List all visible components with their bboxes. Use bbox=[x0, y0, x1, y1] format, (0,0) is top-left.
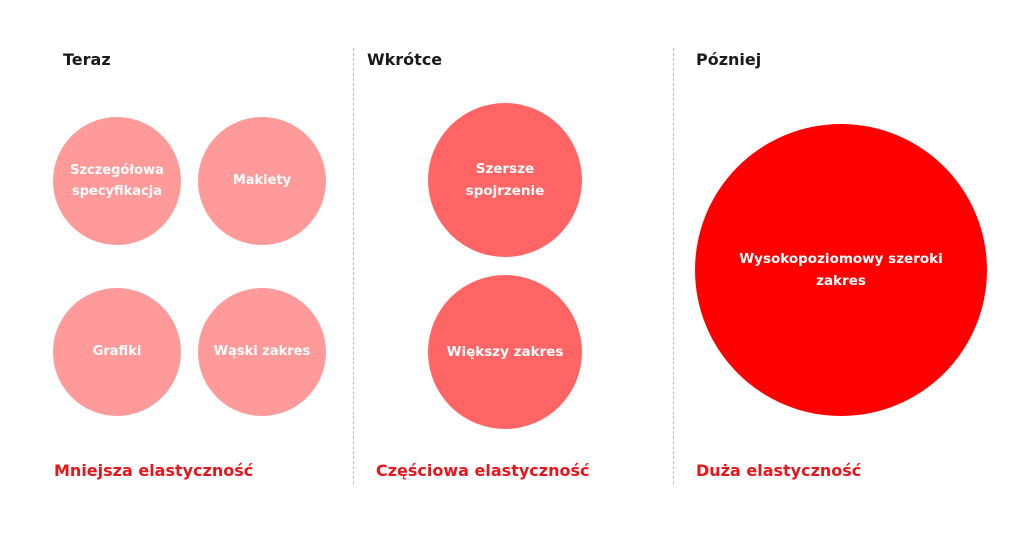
column-footer-now: Mniejsza elastyczność bbox=[54, 461, 254, 480]
circle-bigger-scope: Większy zakres bbox=[428, 275, 582, 429]
circle-high-level-scope: Wysokopoziomowy szeroki zakres bbox=[695, 124, 987, 416]
column-footer-soon: Częściowa elastyczność bbox=[376, 461, 590, 480]
circle-mockups: Makiety bbox=[198, 117, 326, 245]
column-heading-soon: Wkrótce bbox=[367, 50, 443, 69]
column-heading-later: Pózniej bbox=[696, 50, 762, 69]
circle-detailed-spec: Szczegółowa specyfikacja bbox=[53, 117, 181, 245]
circle-graphics: Grafiki bbox=[53, 288, 181, 416]
column-footer-later: Duża elastyczność bbox=[696, 461, 862, 480]
column-divider bbox=[353, 48, 354, 484]
circle-wider-view: Szersze spojrzenie bbox=[428, 103, 582, 257]
column-divider bbox=[673, 48, 674, 484]
column-heading-now: Teraz bbox=[63, 50, 111, 69]
circle-narrow-scope: Wąski zakres bbox=[198, 288, 326, 416]
